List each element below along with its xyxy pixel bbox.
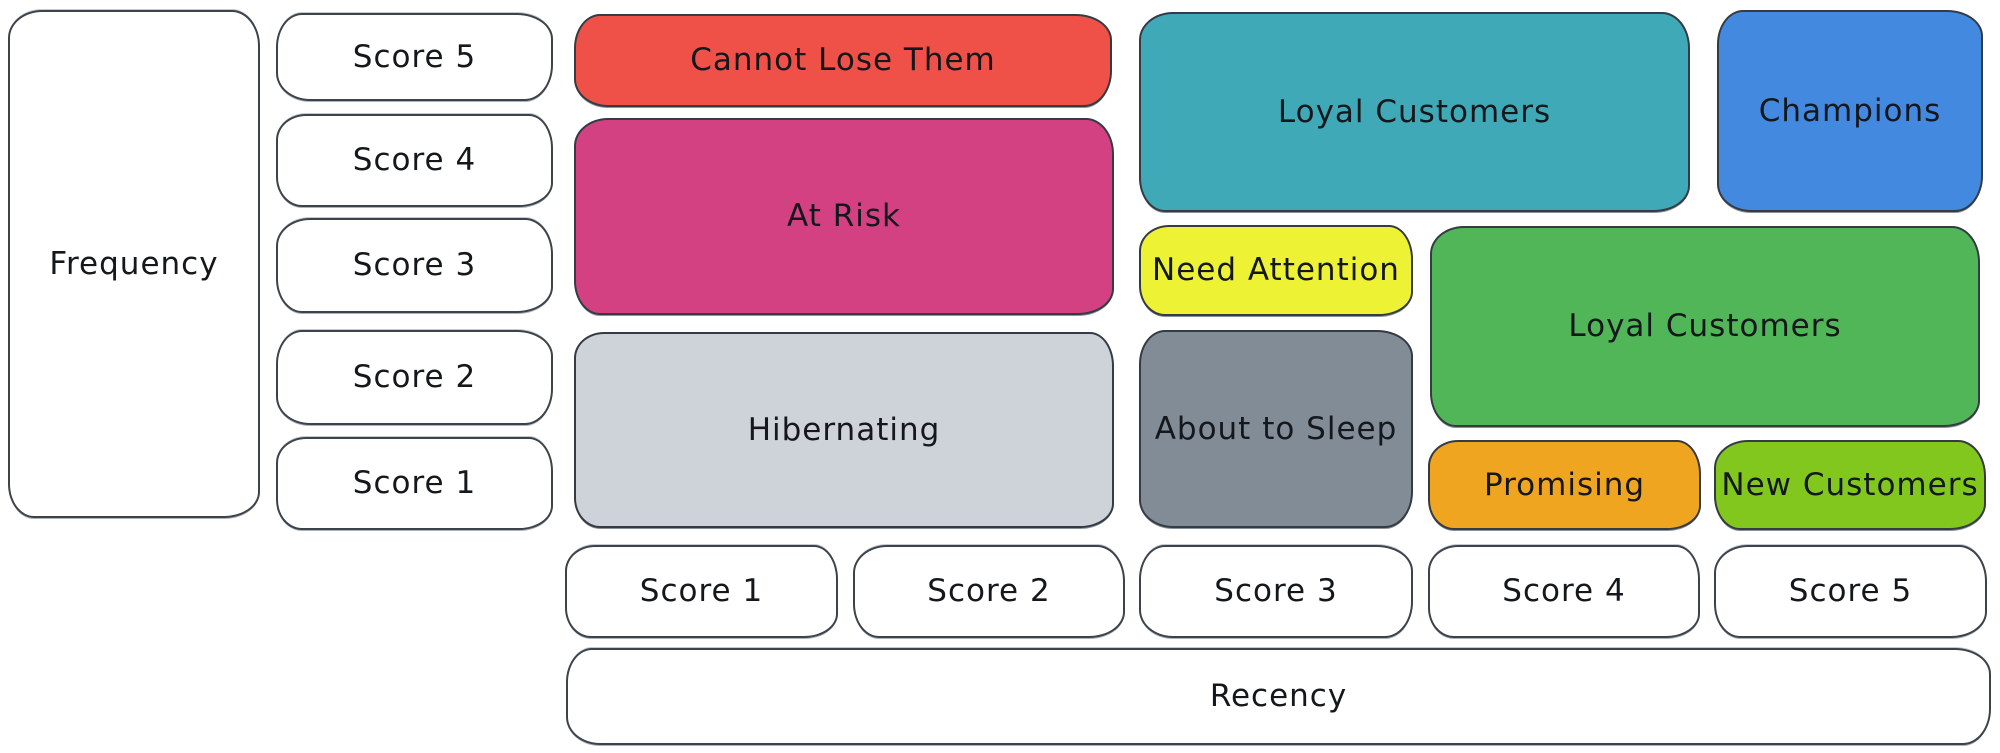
segment-champions: Champions	[1717, 10, 1983, 212]
frequency-score-3-box: Score 3	[276, 218, 553, 313]
recency-axis-label-box: Recency	[566, 648, 1991, 745]
recency-score-label: Score 3	[1214, 573, 1338, 610]
segment-loyal-customers-upper: Loyal Customers	[1139, 12, 1690, 212]
segment-label: Promising	[1483, 466, 1646, 503]
segment-label: At Risk	[787, 198, 901, 235]
frequency-score-4-box: Score 4	[276, 114, 553, 207]
recency-score-3-box: Score 3	[1139, 545, 1413, 638]
segment-label: Loyal Customers	[1277, 93, 1552, 130]
frequency-score-label: Score 5	[352, 38, 477, 75]
recency-score-2-box: Score 2	[853, 545, 1125, 638]
recency-score-4-box: Score 4	[1428, 545, 1700, 638]
frequency-axis-label-box: Frequency	[8, 10, 260, 518]
recency-score-5-box: Score 5	[1714, 545, 1987, 638]
segment-new-customers: New Customers	[1714, 440, 1986, 530]
segment-hibernating: Hibernating	[574, 332, 1114, 528]
segment-label: About to Sleep	[1154, 410, 1398, 447]
recency-score-label: Score 4	[1502, 573, 1626, 610]
frequency-score-5-box: Score 5	[276, 13, 553, 101]
segment-label: Hibernating	[747, 411, 941, 448]
segment-label: Loyal Customers	[1568, 308, 1842, 345]
recency-score-label: Score 5	[1788, 573, 1913, 610]
segment-promising: Promising	[1428, 440, 1701, 530]
recency-axis-label: Recency	[1209, 678, 1348, 715]
segment-need-attention: Need Attention	[1139, 225, 1413, 316]
frequency-score-2-box: Score 2	[276, 330, 553, 425]
segment-loyal-customers-lower: Loyal Customers	[1430, 226, 1980, 427]
frequency-score-label: Score 2	[352, 359, 477, 396]
segment-label: New Customers	[1721, 466, 1979, 503]
segment-about-to-sleep: About to Sleep	[1139, 330, 1413, 528]
segment-label: Champions	[1758, 92, 1942, 129]
segment-label: Cannot Lose Them	[690, 42, 996, 79]
frequency-score-label: Score 3	[352, 247, 477, 284]
frequency-score-label: Score 1	[352, 465, 477, 502]
recency-score-1-box: Score 1	[565, 545, 838, 638]
recency-score-label: Score 2	[927, 573, 1051, 610]
segment-label: Need Attention	[1152, 252, 1400, 289]
segment-at-risk: At Risk	[574, 118, 1114, 315]
frequency-score-label: Score 4	[352, 142, 477, 179]
segment-cannot-lose-them: Cannot Lose Them	[574, 14, 1112, 107]
recency-score-label: Score 1	[639, 573, 764, 610]
frequency-axis-label: Frequency	[49, 245, 219, 282]
frequency-score-1-box: Score 1	[276, 437, 553, 530]
